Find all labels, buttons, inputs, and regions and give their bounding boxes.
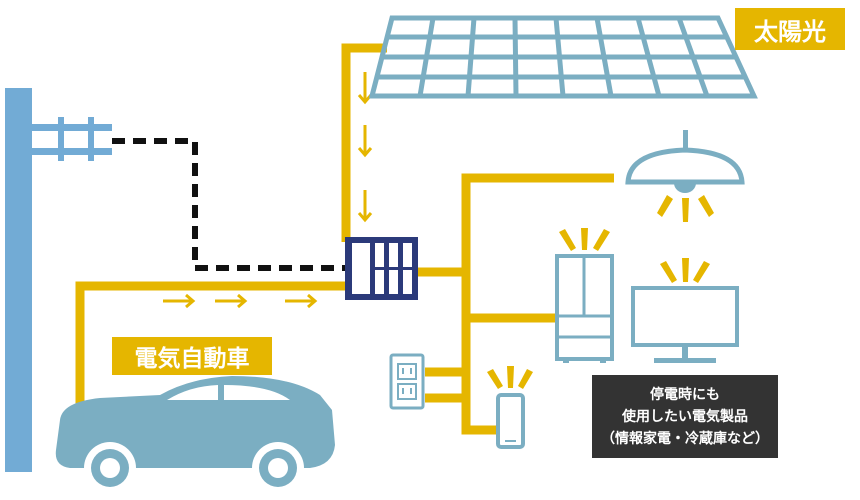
note-line-1: 停電時にも <box>650 386 720 403</box>
electric-car-icon <box>55 376 336 494</box>
smartphone-icon <box>487 366 533 449</box>
utility-pole-icon <box>5 88 112 472</box>
home-power-lines <box>418 173 614 435</box>
wall-outlet-icon <box>389 353 425 410</box>
solar-panel-icon <box>368 15 758 99</box>
ev-label: 電気自動車 <box>112 337 272 375</box>
refrigerator-icon <box>555 228 614 363</box>
ceiling-lamp-icon <box>625 130 745 222</box>
solar-label: 太陽光 <box>735 8 845 50</box>
television-icon <box>631 258 739 363</box>
arrow-right-icon <box>163 293 318 309</box>
note-line-2: 使用したい電気製品 <box>622 408 748 425</box>
breaker-panel-icon <box>345 237 418 300</box>
arrow-down-icon <box>357 72 373 223</box>
solar-power-line <box>341 43 387 242</box>
outage-appliances-note: 停電時にも 使用したい電気製品 （情報家電・冷蔵庫など） <box>592 375 778 458</box>
note-line-3: （情報家電・冷蔵庫など） <box>601 430 769 447</box>
grid-power-line <box>112 138 345 271</box>
ev-power-line <box>75 281 345 422</box>
